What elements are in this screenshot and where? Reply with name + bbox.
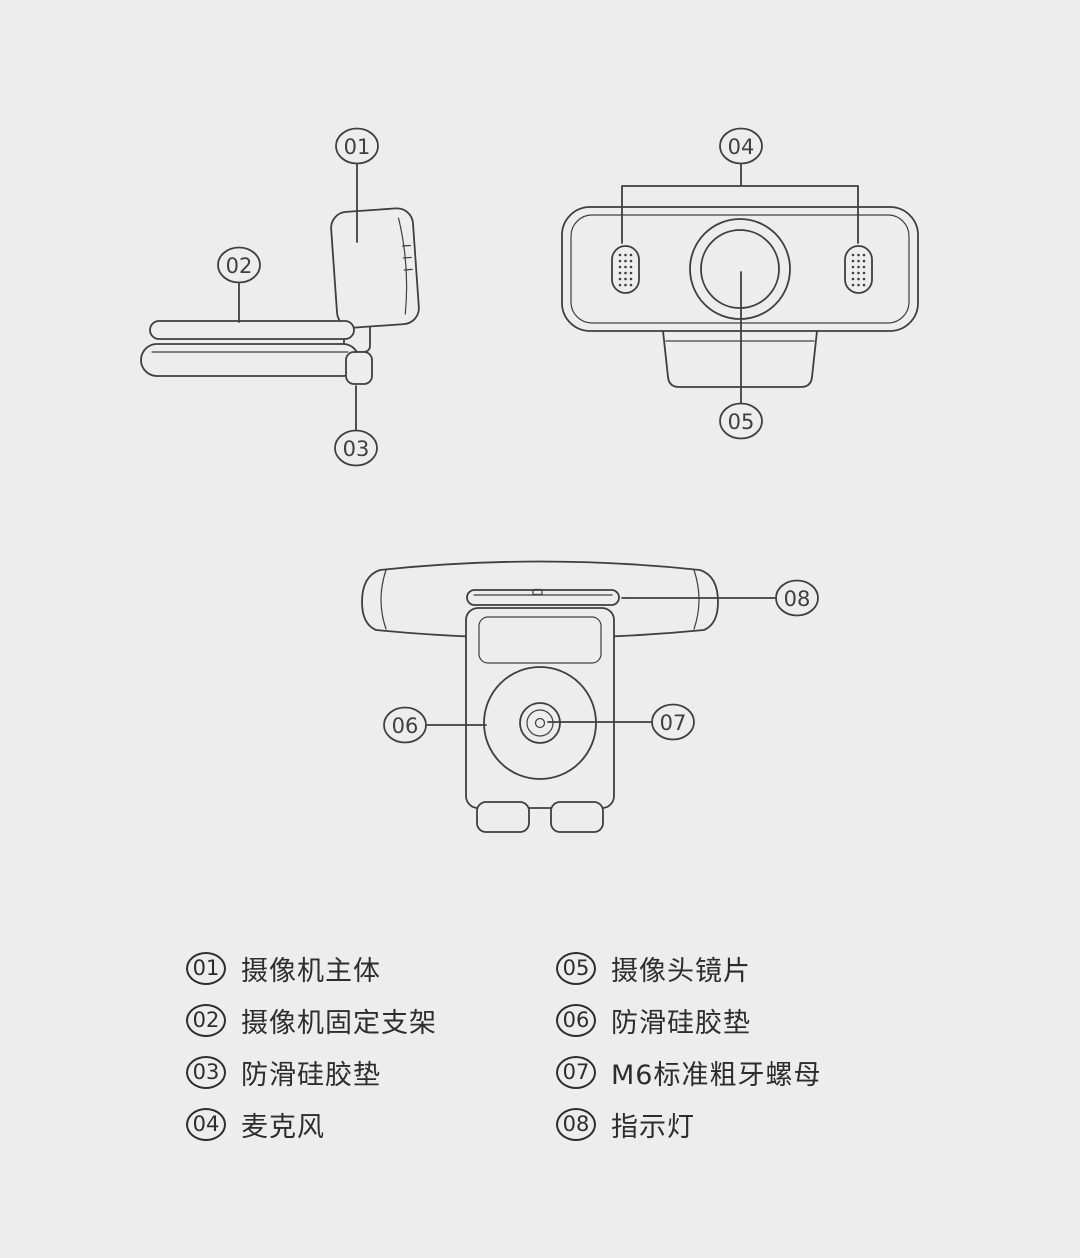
callout-03-number: 03 <box>343 437 370 461</box>
legend-label: 防滑硅胶垫 <box>241 1059 381 1091</box>
screw-hole <box>534 717 546 729</box>
legend-number-badge: 02 <box>186 1003 226 1037</box>
callouts: 01 02 03 04 05 06 <box>217 127 819 744</box>
legend-number-badge: 01 <box>186 951 226 985</box>
callout-07: 07 <box>651 703 695 741</box>
silicone-pad-bottom <box>483 666 597 780</box>
legend-item-06: 06 防滑硅胶垫 <box>556 1001 821 1040</box>
callout-01: 01 <box>335 127 379 165</box>
legend-label: 摄像头镜片 <box>611 955 751 987</box>
callout-05: 05 <box>719 402 763 440</box>
legend-label: 麦克风 <box>241 1111 325 1143</box>
lens-outer-ring <box>689 218 791 320</box>
foot-right <box>550 801 604 833</box>
lens-barrel-ticks <box>401 244 413 271</box>
legend-item-04: 04 麦克风 <box>186 1105 556 1144</box>
foot-left <box>476 801 530 833</box>
clip-lower-jaw <box>140 343 360 377</box>
front-view <box>561 206 919 388</box>
legend-label: 摄像机主体 <box>241 955 381 987</box>
side-view <box>140 207 420 385</box>
callout-06: 06 <box>383 706 427 744</box>
bottom-view <box>361 560 719 833</box>
nut-inner <box>526 709 554 737</box>
legend-item-03: 03 防滑硅胶垫 <box>186 1053 556 1092</box>
body-end-curve-left <box>380 569 387 630</box>
callout-08-number: 08 <box>784 587 811 611</box>
callout-02: 02 <box>217 246 261 284</box>
callout-06-number: 06 <box>392 714 419 738</box>
callout-04: 04 <box>719 127 763 165</box>
front-inner-outline <box>570 214 910 324</box>
legend-item-05: 05 摄像头镜片 <box>556 949 821 988</box>
nut-outer <box>519 702 561 744</box>
indicator-led <box>532 588 543 596</box>
callout-03: 03 <box>334 429 378 467</box>
callout-05-number: 05 <box>728 410 755 434</box>
legend-number-badge: 04 <box>186 1107 226 1141</box>
parts-legend: 01 摄像机主体 02 摄像机固定支架 03 防滑硅胶垫 04 麦克风 05 摄… <box>186 942 821 1150</box>
legend-label: M6标准粗牙螺母 <box>611 1059 822 1091</box>
legend-number-badge: 08 <box>556 1107 596 1141</box>
callout-02-number: 02 <box>226 254 253 278</box>
legend-number-badge: 06 <box>556 1003 596 1037</box>
legend-number-badge: 07 <box>556 1055 596 1089</box>
callout-04-number: 04 <box>728 135 755 159</box>
lens-barrel-edge <box>397 217 408 315</box>
legend-item-07: 07 M6标准粗牙螺母 <box>556 1053 821 1092</box>
lens-glass <box>700 229 780 309</box>
legend-label: 防滑硅胶垫 <box>611 1007 751 1039</box>
legend-number-badge: 05 <box>556 951 596 985</box>
legend-label: 摄像机固定支架 <box>241 1007 437 1039</box>
callout-01-number: 01 <box>344 135 371 159</box>
body-end-curve-right <box>693 569 700 630</box>
mount-stand <box>662 330 818 388</box>
silicone-pad-side <box>345 351 373 385</box>
clip-upper-bar <box>149 320 355 340</box>
legend-item-01: 01 摄像机主体 <box>186 949 556 988</box>
indicator-light-slot <box>466 589 620 606</box>
legend-number-badge: 03 <box>186 1055 226 1089</box>
legend-item-08: 08 指示灯 <box>556 1105 821 1144</box>
leader-lines <box>238 163 859 726</box>
callout-07-number: 07 <box>660 711 687 735</box>
legend-label: 指示灯 <box>611 1111 695 1143</box>
hinge-cavity <box>478 616 602 664</box>
callout-08: 08 <box>775 579 819 617</box>
legend-item-02: 02 摄像机固定支架 <box>186 1001 556 1040</box>
leader-04 <box>621 163 859 244</box>
camera-body-side <box>330 207 420 329</box>
bracket-arm <box>465 607 615 809</box>
